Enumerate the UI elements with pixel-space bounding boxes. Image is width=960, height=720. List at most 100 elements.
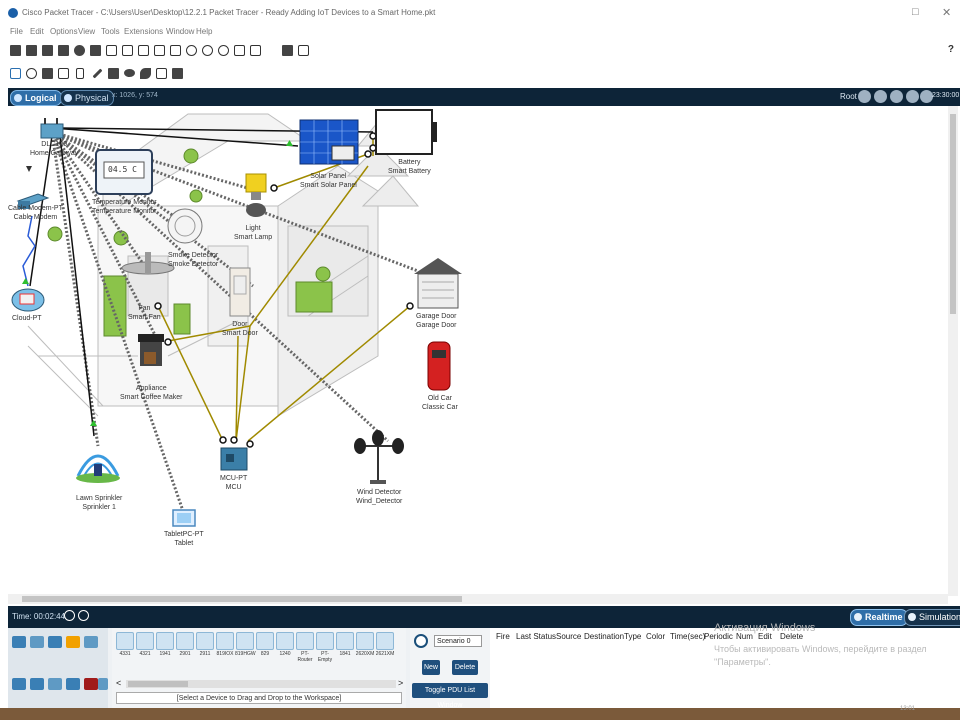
device-4331-icon[interactable]: [116, 632, 134, 650]
draw-line-icon[interactable]: [92, 68, 103, 79]
viewport-nav-icon[interactable]: [920, 90, 933, 103]
security-icon[interactable]: [84, 678, 98, 690]
draw-rectangle-icon[interactable]: [108, 68, 119, 79]
device-2901-icon[interactable]: [176, 632, 194, 650]
delete-icon[interactable]: [42, 68, 53, 79]
scenario-info-icon[interactable]: [414, 634, 428, 648]
device-list-scroll-thumb[interactable]: [128, 681, 188, 687]
custom-devices-icon[interactable]: [250, 45, 261, 56]
connections-icon[interactable]: [66, 636, 80, 648]
cloud-label[interactable]: Cloud-PT: [12, 315, 42, 322]
tab-physical[interactable]: Physical: [60, 90, 114, 106]
menu-window[interactable]: Window: [166, 27, 195, 36]
copy-icon[interactable]: [106, 45, 117, 56]
select-icon[interactable]: [10, 68, 21, 79]
toggle-pdu-list-button[interactable]: Toggle PDU List Window: [412, 683, 488, 708]
menu-tools[interactable]: Tools: [101, 27, 120, 36]
device-829-icon[interactable]: [256, 632, 274, 650]
device-list-next-button[interactable]: >: [398, 678, 404, 688]
end-devices-icon[interactable]: [30, 636, 44, 648]
device-pt-router-icon[interactable]: [296, 632, 314, 650]
menu-options[interactable]: Options: [50, 27, 78, 36]
draw-ellipse-icon[interactable]: [124, 69, 135, 77]
pdu-icon[interactable]: [298, 45, 309, 56]
copy-alt-icon[interactable]: [122, 45, 133, 56]
scenario-select[interactable]: Scenario 0: [434, 635, 482, 647]
new-scenario-button[interactable]: New: [422, 660, 440, 675]
routers-icon[interactable]: [12, 678, 26, 690]
print-icon[interactable]: [58, 45, 69, 56]
device-4321-icon[interactable]: [136, 632, 154, 650]
hscroll-thumb[interactable]: [22, 596, 462, 602]
simulation-mode-button[interactable]: Simulation: [904, 609, 960, 626]
device-819iox-icon[interactable]: [216, 632, 234, 650]
menu-file[interactable]: File: [10, 27, 23, 36]
device-list-prev-button[interactable]: <: [116, 678, 122, 688]
add-complex-pdu-icon[interactable]: [172, 68, 183, 79]
new-cluster-icon[interactable]: [874, 90, 887, 103]
hubs-icon[interactable]: [48, 678, 62, 690]
wireless-devices-icon[interactable]: [66, 678, 80, 690]
menu-edit[interactable]: Edit: [30, 27, 44, 36]
root-label[interactable]: Root: [840, 92, 857, 101]
zoom-in-icon[interactable]: [186, 45, 197, 56]
back-icon[interactable]: [858, 90, 871, 103]
device-2620xm-icon[interactable]: [356, 632, 374, 650]
zoom-out-icon[interactable]: [218, 45, 229, 56]
components-icon[interactable]: [48, 636, 62, 648]
new-file-icon[interactable]: [10, 45, 21, 56]
add-simple-pdu-icon[interactable]: [156, 68, 167, 79]
note-icon[interactable]: [76, 68, 84, 79]
wan-emulation-icon[interactable]: [98, 678, 108, 690]
set-background-icon[interactable]: [906, 90, 919, 103]
undo-icon[interactable]: [154, 45, 165, 56]
network-devices-icon[interactable]: [12, 636, 26, 648]
drawing-palette-icon[interactable]: [234, 45, 245, 56]
close-button[interactable]: ✕: [942, 7, 952, 19]
help-button[interactable]: ?: [947, 44, 954, 55]
device-1240-icon[interactable]: [276, 632, 294, 650]
device-1941-icon[interactable]: [156, 632, 174, 650]
freeform-icon[interactable]: [140, 68, 151, 79]
resize-icon[interactable]: [58, 68, 69, 79]
miscellaneous-icon[interactable]: [84, 636, 98, 648]
device-pt-empty-icon[interactable]: [316, 632, 334, 650]
device-819hgw-icon[interactable]: [236, 632, 254, 650]
paste-icon[interactable]: [138, 45, 149, 56]
open-folder-icon[interactable]: [26, 45, 37, 56]
move-object-icon[interactable]: [890, 90, 903, 103]
redo-icon[interactable]: [170, 45, 181, 56]
device-2911-icon[interactable]: [196, 632, 214, 650]
power-cycle-icon[interactable]: [64, 610, 75, 621]
viewport-icon[interactable]: [282, 45, 293, 56]
network-info-icon[interactable]: [90, 45, 101, 56]
tab-logical[interactable]: Logical: [10, 90, 62, 106]
fast-forward-icon[interactable]: [78, 610, 89, 621]
maximize-button[interactable]: □: [912, 6, 919, 18]
save-icon[interactable]: [42, 45, 53, 56]
workspace-vertical-scrollbar[interactable]: [948, 106, 958, 596]
workspace-horizontal-scrollbar[interactable]: [8, 594, 948, 604]
device-2621xm-icon[interactable]: [376, 632, 394, 650]
menu-view[interactable]: View: [78, 27, 96, 36]
realtime-mode-button[interactable]: Realtime: [850, 609, 908, 626]
switches-icon[interactable]: [30, 678, 44, 690]
vscroll-thumb[interactable]: [950, 114, 956, 314]
activity-wizard-icon[interactable]: [74, 45, 85, 56]
